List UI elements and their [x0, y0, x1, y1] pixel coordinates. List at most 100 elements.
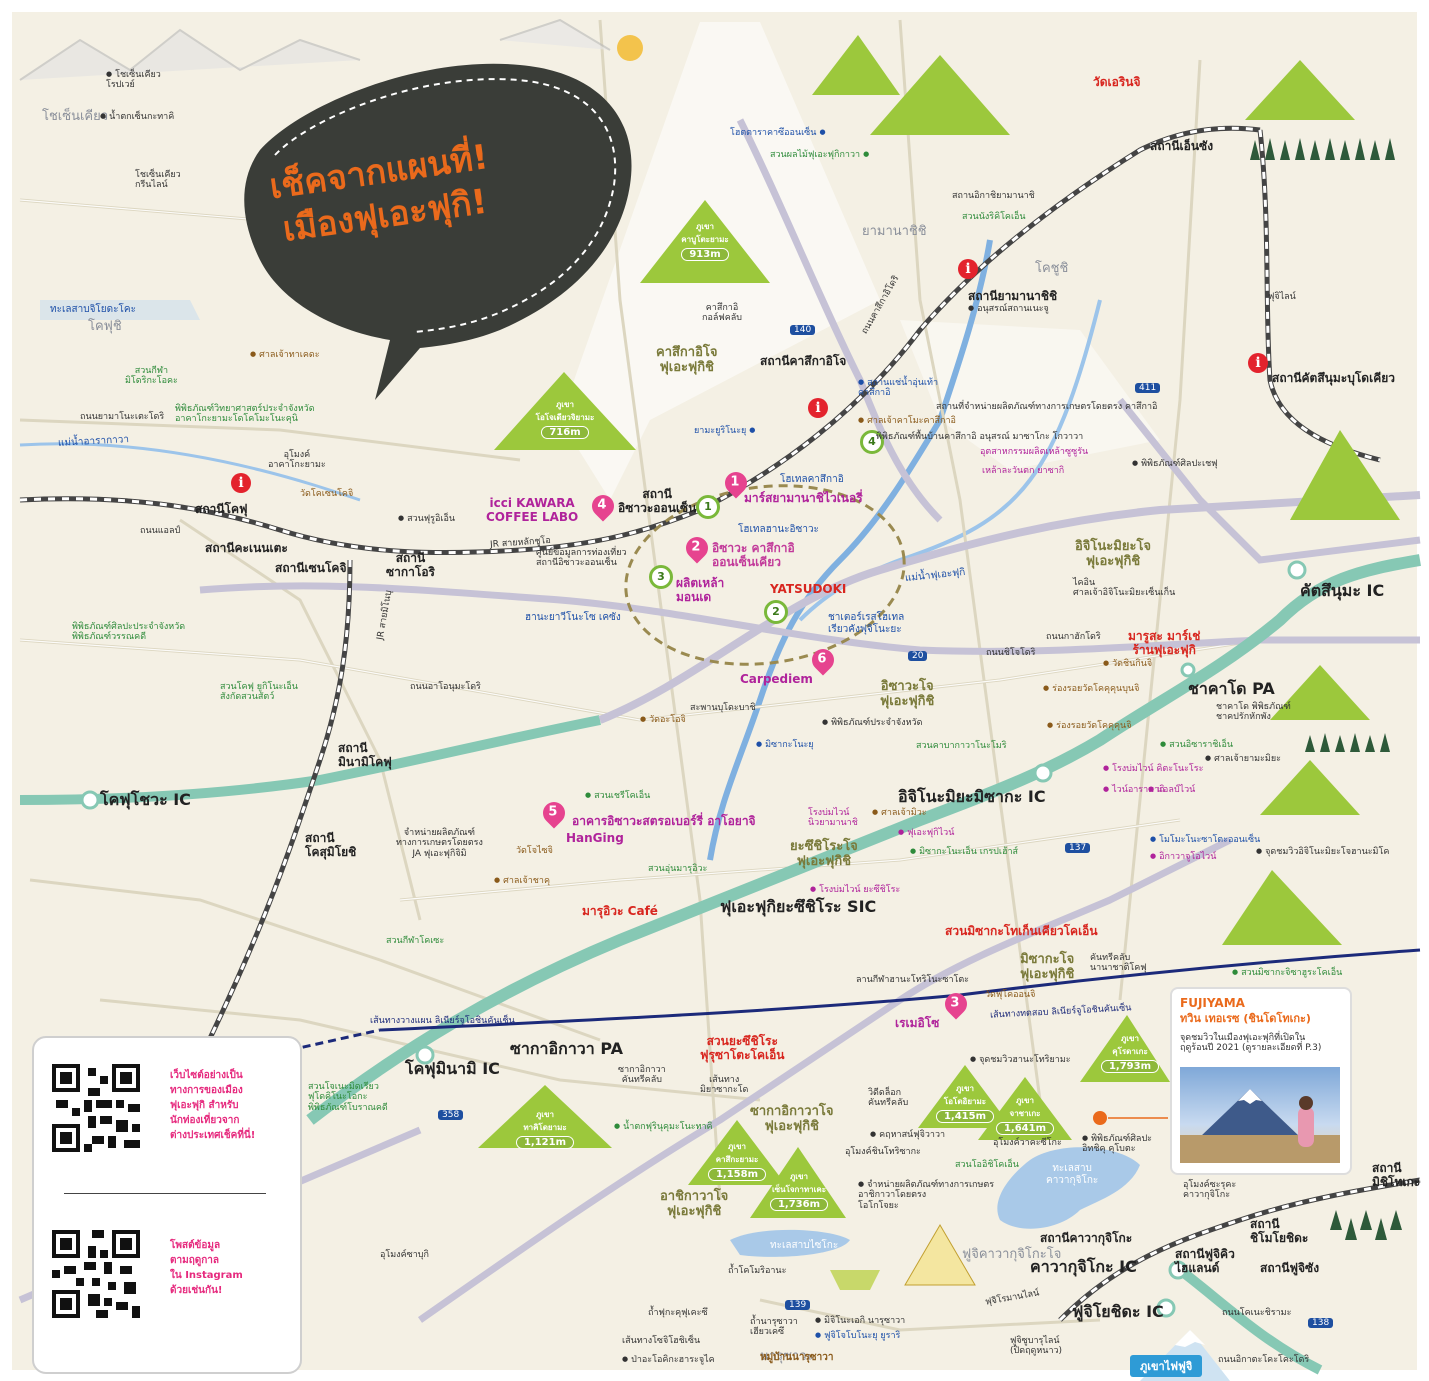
poi-label[interactable]: อิกาวาจูโอไวน์ — [1150, 852, 1216, 862]
station-katsunuma[interactable]: สถานีคัตสึนุมะบุโดเคียว — [1272, 371, 1395, 385]
hotel-pin-2[interactable]: 2 — [764, 600, 788, 624]
station-isawa-onsen[interactable]: สถานี อิซาวะออนเซ็น — [618, 487, 697, 515]
poi-label[interactable]: สวนโออิชิโคเอ็น — [955, 1160, 1019, 1170]
pin-6-label[interactable]: Carpediem — [740, 672, 813, 686]
poi-label[interactable]: สถานที่จำหน่ายผลิตภัณฑ์ทางการเกษตรโดยตรง… — [936, 402, 1158, 412]
station-zenkoji[interactable]: สถานีเซนโคจิ — [275, 561, 347, 575]
poi-label[interactable]: จุดชมวิวอิจิโนะมิยะโจฮานะมิโค — [1256, 847, 1389, 857]
station-fujisan[interactable]: สถานีฟูจิซัง — [1260, 1261, 1320, 1275]
hotel-4-label[interactable]: โฮเทลคาสึกาอิ — [780, 474, 844, 485]
pin-5-label[interactable]: อาคารอิซาวะสตรอเบอร์รี่ อาโอยาจิ — [572, 814, 756, 828]
poi-label[interactable]: วิดีดล็อก คันทรีคลับ — [868, 1088, 909, 1109]
poi-label[interactable]: ศาลเจ้าทาเคดะ — [250, 350, 319, 360]
marusa-marche[interactable]: มารูสะ มาร์เช่ ร้านฟุเอะฟุกิ — [1128, 629, 1201, 657]
hanging-label[interactable]: HanGing — [566, 831, 624, 845]
poi-label[interactable]: สวนกีฬา มิโดริกะโอคะ — [125, 366, 178, 387]
poi-label[interactable]: ไวน์อารามากิ — [1103, 785, 1165, 795]
ic-kofu-showa[interactable]: โคฟุโชวะ IC — [100, 790, 191, 809]
poi-label[interactable]: พิพิธภัณฑ์ประจำจังหวัด — [822, 718, 922, 728]
station-kosumiyoshi[interactable]: สถานี โคสุมิโยชิ — [305, 831, 357, 859]
poi-label[interactable]: วัดโคเซนโคจิ — [300, 489, 354, 499]
poi-label[interactable]: โมโมะโนะซาโตะออนเซ็น — [1150, 835, 1260, 845]
station-sakaori[interactable]: สถานี ซากาโอริ — [386, 551, 435, 579]
poi-label[interactable]: จำหน่ายผลิตภัณฑ์ทางการเกษตร อาชิกาวาโดยต… — [858, 1180, 994, 1211]
erinji-temple[interactable]: วัดเอรินจิ — [1093, 75, 1141, 89]
poi-label[interactable]: พิพิธภัณฑ์ศิลปะประจำจังหวัด พิพิธภัณฑ์วร… — [72, 622, 186, 643]
qr-website[interactable] — [48, 1060, 144, 1156]
misaka-park[interactable]: สวนมิซากะโทเก็นเคียวโคเอ็น — [945, 924, 1098, 938]
poi-label[interactable]: น้ำตกฟุรินุคุมะโนะทาคิ — [614, 1122, 712, 1132]
poi-label[interactable]: คฤหาสน์ฟุจิวาวา — [870, 1130, 945, 1140]
poi-label[interactable]: สวนอุ่นมารุอิวะ — [648, 864, 708, 874]
poi-label[interactable]: จำหน่ายผลิตภัณฑ์ ทางการเกษตรโดยตรง JA ฟุ… — [396, 828, 483, 859]
station-minami-kofu[interactable]: สถานี มินามิโคฟุ — [338, 741, 392, 769]
poi-label[interactable]: เหล้าละวันตก ยาซากิ — [982, 466, 1065, 476]
poi-label[interactable]: วัดชินกินจิ — [1103, 659, 1152, 669]
hotel-2-label[interactable]: ชาเตอร์เรสโฮเทล เรียวคังฟุจิโนะยะ — [828, 612, 905, 635]
poi-label[interactable]: ถ้ำฟุกะคุฟุเคะซึ — [648, 1308, 708, 1318]
ic-fujiyoshida[interactable]: ฟูจิโยชิดะ IC — [1072, 1302, 1164, 1321]
station-fujikyu-highland[interactable]: สถานีฟูจิคิว ไฮแลนด์ — [1175, 1247, 1235, 1275]
station-mitsutoge[interactable]: สถานี มิชิโทเกะ — [1372, 1161, 1421, 1189]
pin-3-label[interactable]: ผลิตเหล้า มอนเด — [676, 576, 725, 604]
ic-kofu-minami[interactable]: โคฟุมินามิ IC — [405, 1059, 500, 1078]
poi-label[interactable]: แอลป์ไวน์ — [1148, 785, 1195, 795]
poi-label[interactable]: สวนผลไม้ฟุเอะฟุกิกาวา — [770, 150, 869, 160]
station-kofu[interactable]: สถานีโคฟุ — [195, 502, 248, 516]
poi-label[interactable]: วัดอะโอจิ — [640, 715, 686, 725]
yatsushiro-park[interactable]: สวนยะซึชิโระ ฟุรุซาโตะโคเอ็น — [700, 1034, 785, 1062]
poi-label[interactable]: ศูนย์ข้อมูลการท่องเที่ยว สถานีอิซาวะออนเ… — [536, 548, 627, 569]
poi-label[interactable]: โรงบ่มไวน์ คิตะโนะโระ — [1103, 764, 1203, 774]
poi-label[interactable]: จุดชมวิวฮานะโทริยามะ — [970, 1055, 1071, 1065]
poi-label[interactable]: ชาคาโด พิพิธภัณฑ์ ชาคปรักหักพัง — [1216, 702, 1291, 723]
ic-kawaguchiko[interactable]: คาวากุจิโกะ IC — [1030, 1257, 1137, 1276]
pa-sakaigawa[interactable]: ซากาอิกาวา PA — [510, 1039, 623, 1058]
info-icon[interactable]: i — [231, 473, 251, 493]
poi-label[interactable]: ศาลเจ้ายามะมิยะ — [1205, 754, 1281, 764]
poi-label[interactable]: มิจิโนะเอกิ นารุซาวา — [815, 1316, 905, 1326]
poi-label[interactable]: อนุสรณ์สถานเนะจู — [968, 304, 1049, 314]
poi-label[interactable]: พิพิธภัณฑ์ศิลปะ อิทชิคุ คุโบตะ — [1082, 1134, 1152, 1155]
mt-fuji-label[interactable]: ภูเขาไฟฟูจิ — [1130, 1355, 1203, 1377]
poi-label[interactable]: โชเซ็นเคียว โรปเวย์ — [106, 70, 161, 91]
poi-label[interactable]: สถานอิกาชิยามานาชิ — [952, 191, 1035, 201]
pin-1-label[interactable]: มาร์สยามานาชิไวเนอรี่ — [744, 491, 863, 505]
poi-label[interactable]: อุตสาหกรรมผลิตเหล้าซูซูรัน — [980, 447, 1089, 457]
poi-label[interactable]: สวนมิซากะจิซาฮูระโคเอ็น — [1232, 968, 1342, 978]
poi-label[interactable]: ร่องรอยวัดโคคุคุนบุนจิ — [1043, 684, 1139, 694]
poi-label[interactable]: ฟุเอะฟุกิไวน์ — [898, 828, 954, 838]
poi-label[interactable]: โฮตตาราคาซึออนเซ็น — [730, 128, 826, 138]
poi-label[interactable]: ศาลเจ้าชาคุ — [494, 876, 550, 886]
poi-label[interactable]: คันทรีคลับ นานาชาติโคฟุ — [1090, 953, 1147, 974]
poi-label[interactable]: สวนกีฬาโคเซะ — [386, 936, 445, 946]
poi-label[interactable]: ป่าอะโอคิกะฮาระจูไค — [622, 1355, 715, 1365]
poi-label[interactable]: สวนอิซาราชิเอ็น — [1160, 740, 1233, 750]
station-kanente[interactable]: สถานีคะเนนเตะ — [205, 541, 288, 555]
ic-ichinomiya-misaka[interactable]: อิจิโนะมิยะมิซากะ IC — [898, 787, 1046, 806]
poi-label[interactable]: มิซากะโนะยุ — [756, 740, 813, 750]
poi-label[interactable]: โรงบ่มไวน์ นิวยามานาชิ — [808, 808, 858, 829]
hotel-pin-4[interactable]: 4 — [860, 430, 884, 454]
station-kasugaicho[interactable]: สถานีคาสึกาอิโจ — [760, 354, 847, 368]
poi-label[interactable]: คาสึกาอิ กอล์ฟคลับ — [702, 303, 742, 324]
poi-label[interactable]: พิพิธภัณฑ์พื้นบ้านคาสึกาอิ อนุสรณ์ มาซาโ… — [876, 432, 1084, 442]
poi-label[interactable]: สถานแช่น้ำอุ่นเท้า คาสึกาอิ — [858, 378, 938, 399]
info-icon[interactable]: i — [808, 398, 828, 418]
poi-label[interactable]: น้ำตกเซ็นกะทาคิ — [100, 112, 174, 122]
poi-label[interactable]: โชเซ็นเคียว กรีนไลน์ — [135, 170, 181, 191]
station-enzan[interactable]: สถานีเอ็นซัง — [1150, 139, 1214, 153]
station-kawaguchiko[interactable]: สถานีคาวากุจิโกะ — [1040, 1231, 1133, 1245]
poi-label[interactable]: พิพิธภัณฑ์ศิลปะเชฟุ — [1132, 459, 1217, 469]
pin-4-label[interactable]: icci KAWARA COFFEE LABO — [486, 496, 579, 524]
poi-label[interactable]: ลานกีฬาฮานะโทริโนะซาโตะ — [856, 975, 970, 985]
pin-3b-label[interactable]: เรเมอิโซ — [895, 1016, 940, 1030]
poi-label[interactable]: ถ้ำนารุซาวา เฮียวเคซึ — [750, 1317, 798, 1338]
hotel-1-label[interactable]: โฮเทลฮานะอิซาวะ — [738, 524, 819, 535]
poi-label[interactable]: สวนนังริคิโคเอ็น — [962, 212, 1026, 222]
poi-label[interactable]: ศาลเจ้ามิวะ — [872, 808, 927, 818]
ic-fuefuki-yatsushiro[interactable]: ฟุเอะฟุกิยะซึชิโระ SIC — [720, 897, 877, 916]
station-shimoyoshida[interactable]: สถานี ชิโมโยชิดะ — [1250, 1217, 1309, 1245]
pa-shakado[interactable]: ชาคาโด PA — [1188, 679, 1275, 698]
poi-label[interactable]: วัดโจไซจิ — [516, 846, 553, 856]
